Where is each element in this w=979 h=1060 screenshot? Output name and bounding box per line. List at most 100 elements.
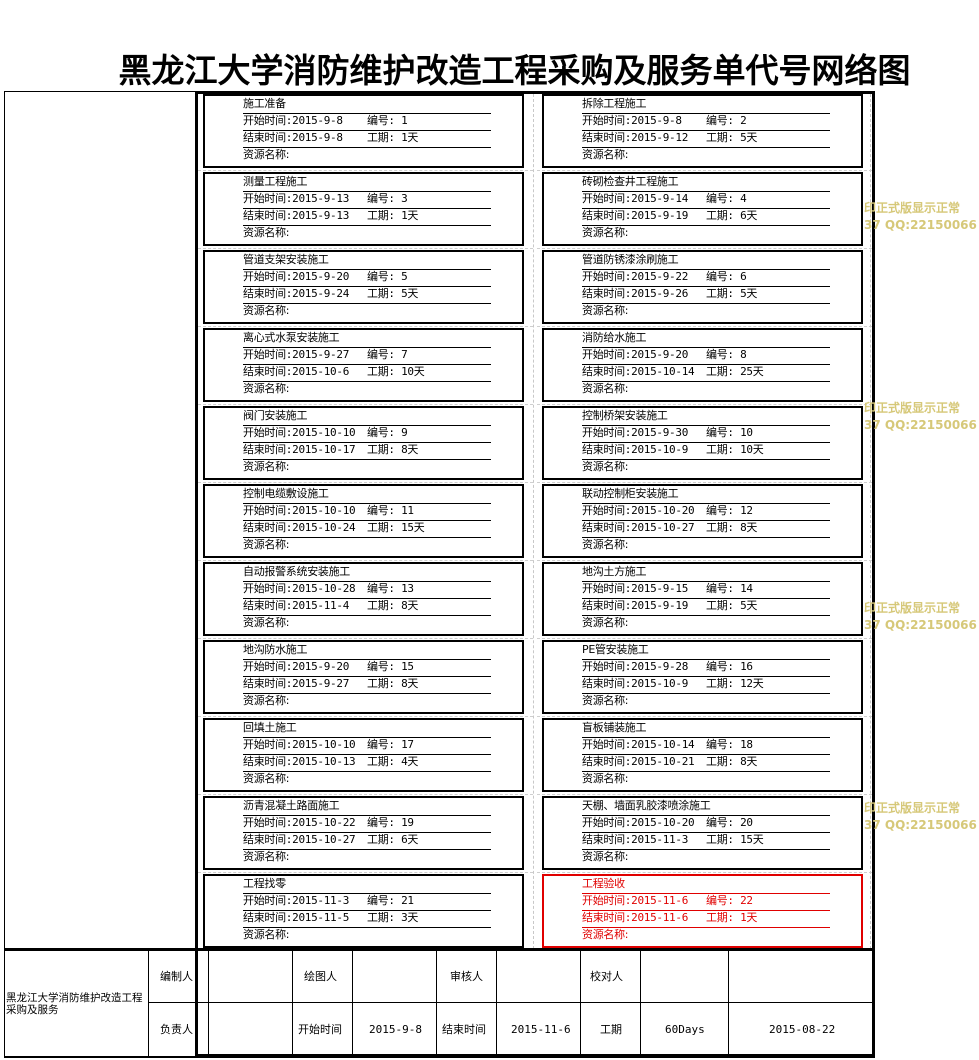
task-resource-row: 资源名称:	[243, 304, 290, 317]
task-start: 2015-9-8	[292, 114, 343, 127]
checker-label: 校对人	[590, 970, 623, 983]
task-id: 20	[740, 816, 753, 829]
task-resource-row: 资源名称:	[582, 148, 629, 161]
end-label: 结束时间	[442, 1023, 486, 1036]
task-duration: 1天	[401, 131, 419, 144]
page-title: 黑龙江大学消防维护改造工程采购及服务单代号网络图	[118, 51, 911, 90]
row-separator	[537, 716, 872, 717]
start-value: 2015-9-8	[369, 1023, 422, 1036]
task-end: 2015-9-19	[631, 599, 689, 612]
task-id: 3	[401, 192, 408, 205]
drawer-label: 绘图人	[304, 970, 337, 983]
task-id: 14	[740, 582, 753, 595]
row-separator	[198, 872, 533, 873]
task-id: 16	[740, 660, 753, 673]
task-name: 管道防锈漆涂刷施工	[582, 252, 830, 270]
task-name: 工程验收	[582, 876, 830, 894]
task-start: 2015-10-22	[292, 816, 356, 829]
task-id: 9	[401, 426, 408, 439]
task-duration: 15天	[401, 521, 425, 534]
task-resource-row: 资源名称:	[582, 382, 629, 395]
row-separator	[198, 170, 533, 171]
task-start: 2015-10-20	[631, 504, 695, 517]
row-separator	[537, 560, 872, 561]
task-start: 2015-10-28	[292, 582, 356, 595]
task-start: 2015-9-13	[292, 192, 350, 205]
task-id: 6	[740, 270, 747, 283]
task-name: 天棚、墙面乳胶漆喷涂施工	[582, 798, 830, 816]
task-duration: 8天	[401, 677, 419, 690]
task-name: 砖砌检查井工程施工	[582, 174, 830, 192]
task-end: 2015-10-9	[631, 443, 689, 456]
task-id: 4	[740, 192, 747, 205]
task-resource-row: 资源名称:	[582, 460, 629, 473]
row-separator	[198, 638, 533, 639]
row-separator	[198, 794, 533, 795]
task-resource-row: 资源名称:	[243, 694, 290, 707]
task-id: 11	[401, 504, 414, 517]
row-separator	[198, 482, 533, 483]
task-name: 地沟防水施工	[243, 642, 491, 660]
network-diagram-frame	[195, 91, 875, 1057]
task-resource-row: 资源名称:	[582, 694, 629, 707]
row-separator	[198, 326, 533, 327]
task-duration: 12天	[740, 677, 764, 690]
task-id: 22	[740, 894, 753, 907]
task-duration: 10天	[740, 443, 764, 456]
task-start: 2015-9-20	[631, 348, 689, 361]
row-separator	[537, 248, 872, 249]
task-resource-row: 资源名称:	[582, 616, 629, 629]
row-separator	[198, 560, 533, 561]
task-name: 自动报警系统安装施工	[243, 564, 491, 582]
task-start: 2015-9-28	[631, 660, 689, 673]
task-resource-row: 资源名称:	[582, 538, 629, 551]
task-id: 21	[401, 894, 414, 907]
task-end: 2015-9-26	[631, 287, 689, 300]
